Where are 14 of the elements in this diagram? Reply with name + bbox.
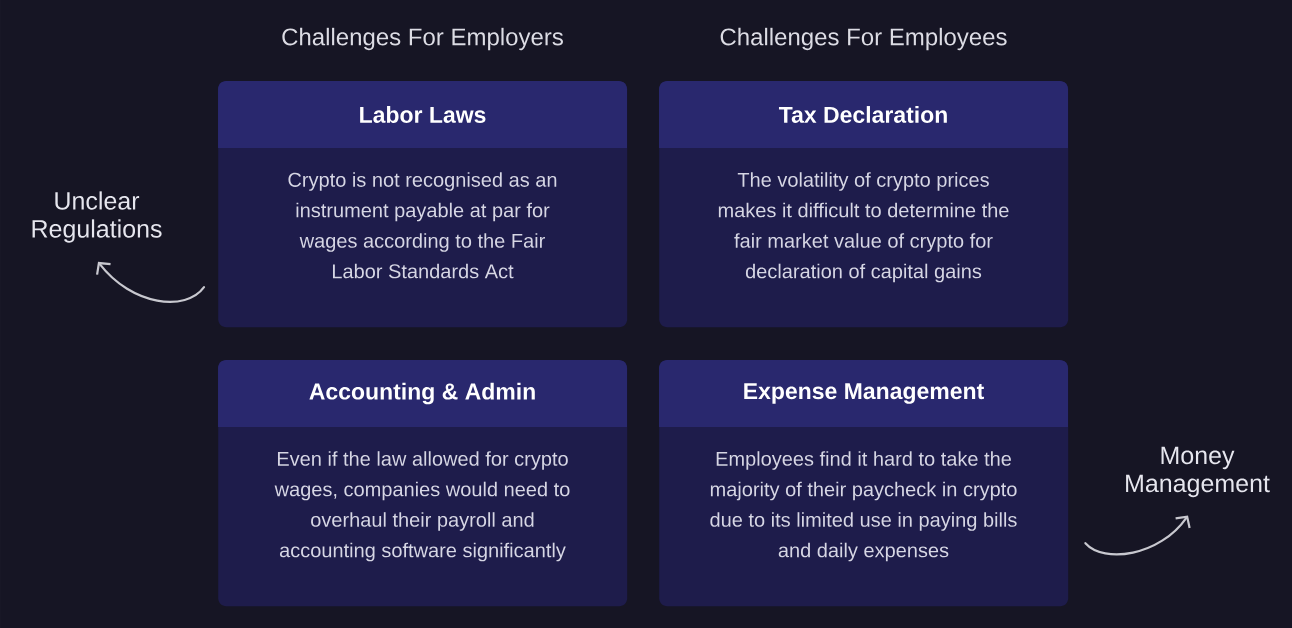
card-header: Expense Management (659, 360, 1068, 427)
card-text: Crypto is not recognised as an instrument payable at par for wages according to the Fair Labor Standards Act (288, 172, 557, 279)
card-text: Employees find it hard to take the majority of their paycheck in crypto due to its limited use in paying bills and daily expenses (710, 451, 1017, 562)
card-header: Labor Laws (218, 81, 627, 148)
column-heading: Challenges For Employers (282, 27, 563, 51)
column-heading: Challenges For Employees (720, 27, 1007, 51)
card-header: Tax Declaration (659, 81, 1068, 148)
curved-arrow (1084, 515, 1191, 556)
curved-arrow (96, 261, 206, 303)
card-header: Accounting & Admin (218, 360, 627, 427)
side-label: Unclear Regulations (32, 191, 162, 243)
side-label: Money Management (1126, 446, 1270, 498)
card-text: The volatility of crypto prices makes it difficult to determine the fair market value of crypto for declaration of capital gains (718, 172, 1009, 283)
card-text: Even if the law allowed for crypto wages, companies would need to overhaul their payroll and accounting software significantly (274, 451, 570, 562)
